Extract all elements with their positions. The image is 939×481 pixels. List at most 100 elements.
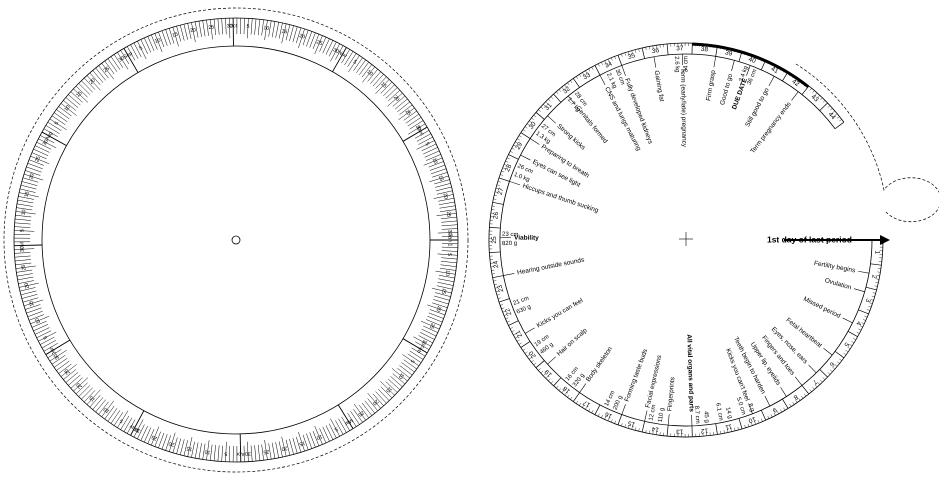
day-tick bbox=[14, 218, 31, 221]
day-tick bbox=[441, 250, 458, 252]
day-tick bbox=[545, 101, 549, 104]
day-tick bbox=[425, 319, 441, 326]
day-tick bbox=[591, 410, 594, 414]
day-tick bbox=[213, 444, 216, 461]
day-tick bbox=[89, 72, 101, 86]
day-tick bbox=[510, 151, 513, 153]
week-number: 21 bbox=[514, 329, 524, 339]
day-label: 5 bbox=[42, 335, 49, 340]
week-number: 13 bbox=[676, 428, 684, 435]
day-tick bbox=[550, 381, 554, 384]
day-tick bbox=[585, 406, 588, 410]
day-tick bbox=[144, 37, 152, 53]
week-divider bbox=[617, 414, 623, 425]
day-tick bbox=[158, 432, 165, 449]
day-tick bbox=[407, 353, 422, 363]
day-tick bbox=[16, 207, 33, 211]
day-label: 5 bbox=[119, 417, 125, 424]
month-label: Dec bbox=[415, 126, 425, 137]
day-label: 10 bbox=[397, 372, 405, 380]
day-tick bbox=[437, 282, 454, 286]
day-tick bbox=[78, 83, 91, 95]
day-tick bbox=[439, 205, 456, 209]
day-tick bbox=[432, 287, 452, 294]
day-tick bbox=[302, 434, 309, 451]
day-tick bbox=[859, 325, 863, 328]
day-tick bbox=[359, 404, 369, 419]
week-number: 37 bbox=[676, 45, 684, 52]
day-tick bbox=[341, 49, 350, 64]
day-tick bbox=[278, 441, 283, 458]
day-tick bbox=[515, 141, 518, 144]
day-tick bbox=[383, 84, 395, 97]
weight-label: 14 g bbox=[724, 407, 733, 420]
day-tick bbox=[822, 377, 826, 380]
day-tick bbox=[210, 19, 213, 40]
day-tick bbox=[210, 444, 213, 461]
day-tick bbox=[402, 126, 428, 142]
month-label: Mar bbox=[343, 417, 354, 427]
day-tick bbox=[429, 175, 449, 182]
day-tick bbox=[526, 354, 530, 357]
day-tick bbox=[415, 341, 430, 350]
day-label: 15 bbox=[172, 31, 179, 38]
day-tick bbox=[832, 366, 835, 370]
date-wheel[interactable]: Jan 151015202530Feb510152025Mar510152025… bbox=[3, 7, 469, 473]
milestone-line bbox=[713, 56, 716, 68]
day-tick bbox=[40, 135, 55, 144]
day-tick bbox=[387, 90, 401, 102]
milestone-label: All vital organs and parts bbox=[685, 334, 694, 412]
day-tick bbox=[191, 441, 195, 458]
day-tick bbox=[501, 170, 505, 173]
milestone-line bbox=[858, 270, 870, 274]
day-tick bbox=[434, 179, 450, 185]
day-tick bbox=[491, 273, 495, 275]
day-tick bbox=[441, 246, 458, 248]
day-tick bbox=[436, 213, 457, 216]
day-tick bbox=[19, 188, 36, 193]
day-tick bbox=[377, 388, 390, 401]
day-tick bbox=[154, 431, 161, 447]
day-tick bbox=[405, 113, 420, 124]
day-label: 25 bbox=[357, 409, 365, 417]
day-tick bbox=[86, 75, 101, 91]
day-tick bbox=[423, 157, 443, 166]
day-tick bbox=[21, 181, 38, 186]
week-number: 22 bbox=[504, 307, 513, 317]
day-tick bbox=[380, 381, 395, 396]
day-tick bbox=[319, 428, 327, 444]
day-tick bbox=[506, 157, 510, 160]
day-tick bbox=[81, 387, 93, 400]
day-tick bbox=[561, 390, 564, 394]
day-tick bbox=[628, 425, 630, 429]
milestone-line bbox=[653, 56, 657, 68]
day-tick bbox=[533, 114, 537, 118]
day-tick bbox=[387, 378, 401, 390]
day-tick bbox=[338, 418, 347, 433]
week-divider bbox=[782, 398, 789, 409]
day-tick bbox=[17, 276, 34, 281]
day-tick bbox=[325, 40, 334, 55]
month-label: Apr bbox=[236, 450, 244, 456]
day-tick bbox=[493, 198, 497, 200]
day-tick bbox=[104, 60, 115, 75]
day-tick bbox=[438, 197, 455, 202]
term-arc bbox=[692, 42, 810, 88]
week-divider bbox=[498, 298, 510, 303]
day-tick bbox=[361, 402, 373, 416]
day-tick bbox=[347, 53, 357, 67]
pregnancy-wheel[interactable]: 1234567891011121314151617181920212223242… bbox=[488, 42, 939, 438]
day-tick bbox=[54, 357, 68, 368]
day-tick bbox=[45, 125, 60, 134]
day-tick bbox=[319, 36, 327, 52]
week-divider bbox=[498, 177, 510, 182]
day-tick bbox=[47, 121, 62, 131]
day-label: 20 bbox=[298, 33, 305, 41]
day-tick bbox=[516, 339, 520, 342]
week-scale-ring: 1234567891011121314151617181920212223242… bbox=[488, 42, 884, 438]
day-tick bbox=[254, 18, 257, 35]
month-label: Aug bbox=[44, 131, 54, 142]
day-label: 15 bbox=[384, 385, 392, 393]
day-tick bbox=[257, 19, 261, 36]
day-tick bbox=[14, 244, 43, 247]
